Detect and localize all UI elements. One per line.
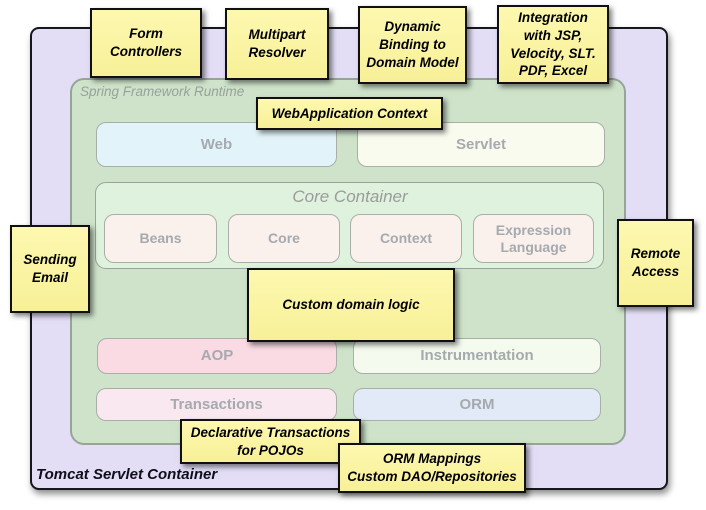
note-integration-views: Integration with JSP, Velocity, SLT. PDF… [497, 5, 609, 84]
note-multipart-resolver: Multipart Resolver [225, 8, 329, 80]
tomcat-servlet-container-label: Tomcat Servlet Container [36, 466, 218, 483]
module-orm: ORM [353, 388, 601, 421]
note-custom-domain-logic: Custom domain logic [247, 268, 455, 342]
note-sending-email: Sending Email [10, 225, 90, 313]
note-declarative-transactions: Declarative Transactions for POJOs [180, 419, 361, 464]
core-container-title: Core Container [292, 187, 408, 206]
note-form-controllers: Form Controllers [90, 8, 202, 78]
module-transactions: Transactions [96, 388, 337, 421]
module-instrumentation: Instrumentation [353, 338, 601, 374]
module-core: Core [228, 214, 340, 263]
module-context: Context [350, 214, 462, 263]
note-webapplication-context: WebApplication Context [256, 97, 443, 130]
note-dynamic-binding: Dynamic Binding to Domain Model [358, 6, 467, 84]
module-expression-language: Expression Language [473, 214, 594, 263]
module-beans: Beans [104, 214, 217, 263]
module-web: Web [96, 122, 337, 167]
module-aop: AOP [97, 338, 337, 374]
note-orm-mappings: ORM Mappings Custom DAO/Repositories [338, 443, 526, 493]
spring-framework-runtime-label: Spring Framework Runtime [80, 84, 245, 99]
note-remote-access: Remote Access [617, 219, 694, 307]
